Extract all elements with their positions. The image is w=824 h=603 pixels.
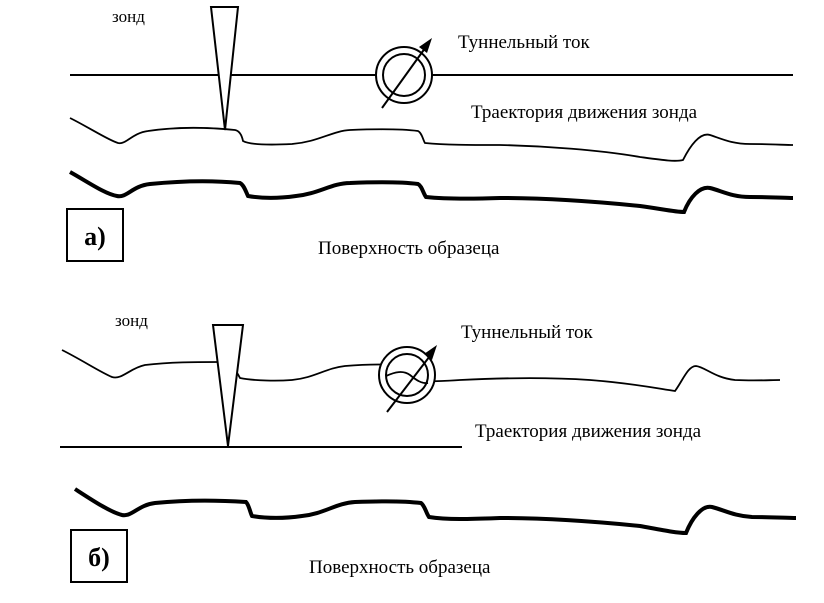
panel-label-box (70, 529, 128, 583)
trajectory-label: Траектория движения зонда (471, 102, 698, 123)
probe-label: зонд (112, 7, 145, 26)
sample-surface (69, 170, 794, 215)
trajectory-label: Траектория движения зонда (475, 421, 702, 442)
probe-tip-icon (211, 324, 245, 447)
panel-label-box (66, 208, 124, 262)
probe-tip-icon (209, 6, 240, 131)
trajectory-curve (69, 117, 794, 162)
current-label: Туннельный ток (458, 32, 590, 53)
surface-label: Поверхность образеца (318, 238, 500, 259)
ammeter-icon (375, 38, 433, 109)
panel-label: б) (88, 543, 110, 572)
current-label: Туннельный ток (461, 322, 593, 343)
sample-surface (73, 487, 797, 536)
panel-label: а) (84, 222, 106, 251)
probe-label: зонд (115, 311, 148, 330)
surface-label: Поверхность образеца (309, 557, 491, 578)
panel-b: зонд Туннельный ток Траектория движения … (60, 311, 797, 583)
ammeter-icon (378, 345, 437, 413)
panel-a: зонд Туннельный ток Траектория движения … (66, 6, 794, 262)
